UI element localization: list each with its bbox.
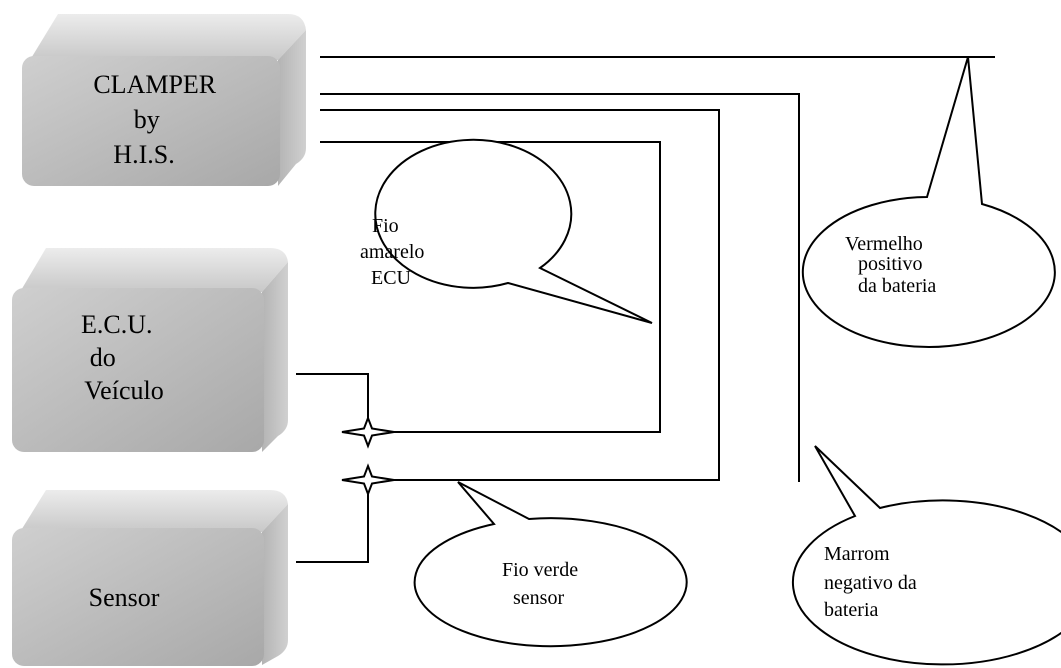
svg-text:Vermelho positivo: Vermelho positivo da bateria: [845, 233, 936, 297]
ecu-box-line-1: E.C.U.: [81, 310, 153, 339]
svg-text:E.C.U. do Veículo: E.C.U. do Veículo: [81, 310, 164, 405]
callout-marrom-line-1: Marrom: [824, 543, 890, 565]
callout-verde-line-1: Fio verde: [502, 559, 578, 581]
green-wire: [320, 109, 720, 481]
callout-amarelo: Fio amarelo ECU: [360, 138, 653, 324]
callout-amarelo-line-1: Fio: [372, 215, 399, 237]
callout-vermelho-line-3: da bateria: [858, 275, 936, 297]
ecu-wire: [296, 373, 369, 432]
callout-amarelo-line-2: amarelo: [360, 241, 424, 263]
brown-wire: [320, 93, 800, 482]
svg-text:Fio amarelo ECU: Fio amarelo ECU: [360, 215, 429, 289]
sensor-junction-star: [341, 463, 395, 497]
svg-text:Sensor: Sensor: [89, 583, 160, 612]
clamper-box-line-1: CLAMPER: [93, 70, 216, 99]
ecu-box-line-3: Veículo: [84, 376, 163, 405]
sensor-box-line-1: Sensor: [89, 583, 160, 612]
sensor-box: Sensor: [12, 490, 288, 666]
sensor-wire: [296, 480, 369, 563]
callout-verde-line-2: sensor: [513, 587, 564, 609]
callout-verde: Fio verde sensor: [413, 481, 688, 648]
callout-vermelho-line-1: Vermelho: [845, 233, 923, 255]
svg-text:CLAMPER by H.I.S.: CLAMPER by H.I.S.: [93, 70, 222, 169]
callout-amarelo-line-3: ECU: [371, 267, 412, 289]
callout-vermelho: Vermelho positivo da bateria: [801, 56, 1056, 348]
clamper-box: CLAMPER by H.I.S.: [22, 14, 306, 186]
ecu-box-line-2: do: [90, 343, 116, 372]
ecu-junction-star: [341, 415, 395, 449]
clamper-box-line-2: by: [134, 105, 160, 134]
callout-marrom: Marrom negativo da bateria: [791, 445, 1061, 666]
clamper-box-line-3: H.I.S.: [113, 140, 174, 169]
callout-vermelho-line-2: positivo: [858, 253, 922, 275]
callout-marrom-line-3: bateria: [824, 599, 879, 621]
callout-marrom-line-2: negativo da: [824, 572, 917, 594]
ecu-box: E.C.U. do Veículo: [12, 248, 288, 452]
svg-text:Marrom negativo da: Marrom negativo da bateria: [824, 543, 922, 621]
svg-text:Fio verde sensor: Fio verde sensor: [502, 559, 583, 609]
